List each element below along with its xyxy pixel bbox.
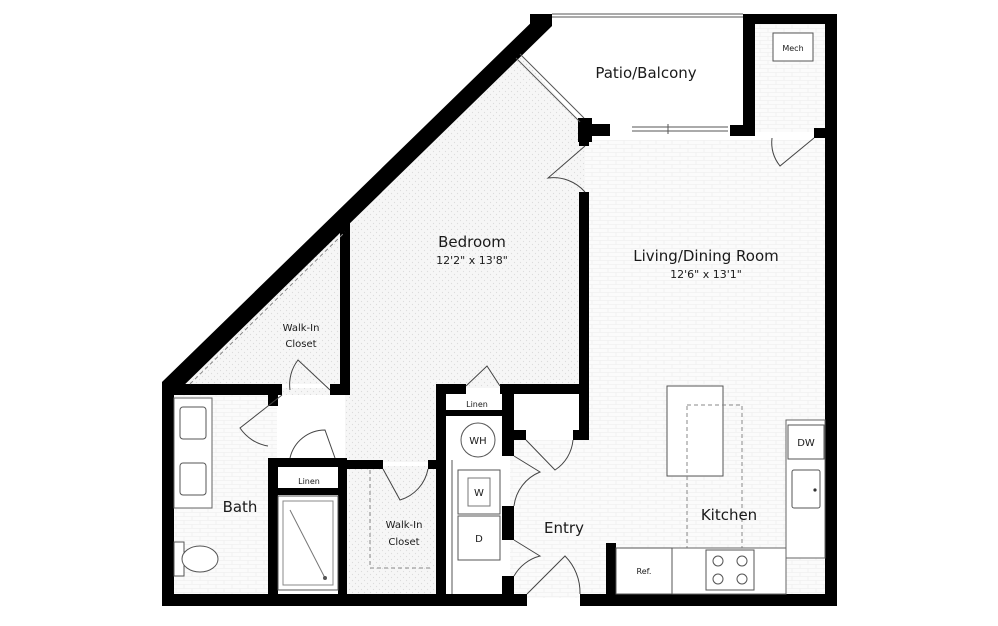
doors [239,137,815,595]
dryer [457,515,501,561]
walkin-closet-2-floor [345,466,440,598]
dishwasher [787,424,825,460]
living-label: Living/Dining Room [633,247,779,265]
linen-top-label: Linen [466,400,488,409]
walls [162,14,837,606]
bath-label: Bath [223,498,258,516]
living-dimensions: 12'6" x 13'1" [670,268,742,281]
dishwasher-label: DW [797,438,815,449]
walkin-closet-2-label-line1: Walk-In [386,520,423,531]
water-heater-label: WH [469,436,486,447]
sink-top [179,406,207,440]
refrigerator [615,547,673,595]
washer [457,469,501,515]
fridge-label: Ref. [637,567,652,576]
labels: Patio/Balcony Mech Bedroom 12'2" x 13'8"… [223,44,815,576]
mech-label: Mech [782,44,803,53]
kitchen-island [666,385,724,477]
walkin-closet-1-label-line2: Closet [285,339,316,350]
fixtures [173,32,826,595]
sink-bottom [179,462,207,496]
windows [515,13,743,134]
linen-bath-label: Linen [298,477,320,486]
kitchen-sink [791,469,821,509]
bedroom-label: Bedroom [438,233,506,251]
dryer-label: D [475,534,483,545]
mech-unit [772,32,814,62]
entry-label: Entry [544,519,584,537]
kitchen-label: Kitchen [701,506,757,524]
washer-label: W [474,488,484,499]
walkin-closet-2-label-line2: Closet [388,537,419,548]
range [705,549,755,591]
patio-label: Patio/Balcony [595,64,696,82]
toilet [173,541,219,577]
living-floor [585,140,828,598]
walkin-closet-1-label-line1: Walk-In [283,323,320,334]
shower [277,495,339,591]
water-heater [460,422,496,458]
bedroom-floor [275,55,585,462]
bedroom-dimensions: 12'2" x 13'8" [436,254,508,267]
